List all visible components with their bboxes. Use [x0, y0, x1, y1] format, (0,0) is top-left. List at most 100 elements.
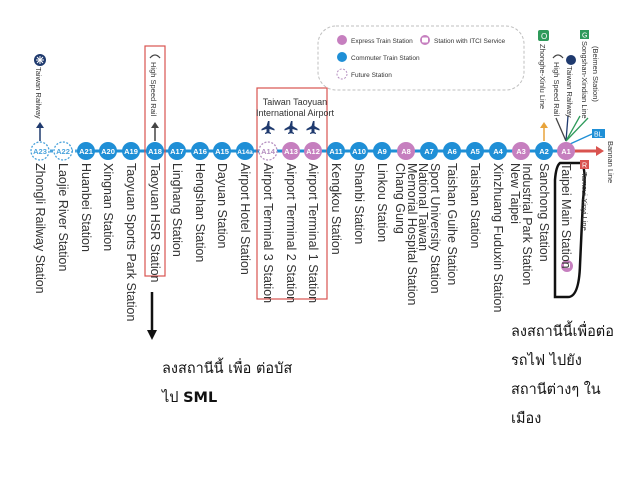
airport-title-line1: Taiwan Taoyuan	[262, 97, 328, 107]
zhonghe-line-icon	[538, 30, 549, 41]
station-dot[interactable]	[489, 142, 507, 160]
up-arrow-icon	[540, 122, 548, 128]
station-marker[interactable]: A14a	[236, 142, 254, 160]
station-marker[interactable]: A2	[535, 142, 553, 160]
bannan-line-label: Bannan Line	[606, 141, 615, 184]
station-dot[interactable]	[535, 142, 553, 160]
a1-connector-beimen	[565, 117, 589, 142]
up-arrow-icon	[36, 122, 44, 128]
station-dot[interactable]	[146, 142, 164, 160]
a1-connector-tra	[565, 115, 569, 142]
station-marker[interactable]: A13	[282, 142, 300, 160]
station-marker[interactable]: A16	[191, 142, 209, 160]
station-marker[interactable]: A7	[420, 142, 438, 160]
station-marker[interactable]: A20	[99, 142, 117, 160]
legend-future-label: Future Station	[351, 72, 392, 79]
station-dot[interactable]	[53, 141, 73, 161]
station-code: A13	[284, 147, 298, 156]
station-marker[interactable]: A6	[443, 142, 461, 160]
station-marker[interactable]: A5	[466, 142, 484, 160]
station-marker[interactable]: A14	[258, 141, 278, 161]
station-dot[interactable]	[512, 142, 530, 160]
connections: O BL R G	[34, 30, 605, 272]
station-marker[interactable]: A12	[304, 142, 322, 160]
station-marker[interactable]: A4	[489, 142, 507, 160]
station-code: A21	[79, 147, 93, 156]
station-dot[interactable]	[443, 142, 461, 160]
hsr-note-line2: ไป SML	[162, 384, 292, 413]
station-dot[interactable]	[373, 142, 391, 160]
station-dot[interactable]	[304, 142, 322, 160]
station-code: A9	[377, 147, 387, 156]
high-speed-rail-label: High Speed Rail	[149, 62, 158, 117]
station-dot[interactable]	[282, 142, 300, 160]
station-marker[interactable]: A3	[512, 142, 530, 160]
station-dot[interactable]	[327, 142, 345, 160]
station-marker[interactable]: A15	[213, 142, 231, 160]
station-dot[interactable]	[236, 142, 254, 160]
station-code: A17	[170, 147, 184, 156]
station-dot[interactable]	[397, 142, 415, 160]
station-code: A18	[148, 147, 162, 156]
station-dot[interactable]	[168, 142, 186, 160]
station-code: A22	[56, 147, 70, 156]
station-name: Sanchong Station	[537, 163, 551, 262]
tamsui-line-badge: R	[582, 163, 587, 170]
station-dot[interactable]	[191, 142, 209, 160]
taipei-note-line: สถานีต่างๆ ใน	[511, 382, 601, 398]
zhonghe-xinlu-label: Zhonghe-Xinlu Line	[538, 44, 547, 110]
station-dot[interactable]	[213, 142, 231, 160]
station-dot[interactable]	[557, 142, 575, 160]
station-marker[interactable]: A11	[327, 142, 345, 160]
station-name: Taoyuan Sports Park Station	[124, 163, 138, 322]
station-code: A4	[493, 147, 503, 156]
station-marker[interactable]: A22	[53, 141, 73, 161]
station-code: A14	[261, 147, 276, 156]
taiwan-railway-icon-mark	[36, 56, 44, 64]
hsr-note-bold: SML	[183, 390, 218, 406]
taipei-note-line: ลงสถานีนี้เพื่อต่อ	[511, 324, 614, 340]
station-dot[interactable]	[77, 142, 95, 160]
station-marker[interactable]: A21	[77, 142, 95, 160]
station-name: Linkou Station	[375, 163, 389, 243]
station-code: A6	[447, 147, 457, 156]
station-dot[interactable]	[350, 142, 368, 160]
bannan-line-badge-icon	[592, 129, 605, 138]
tamsui-xinyi-label: Tamsui-Xinyi Line	[580, 172, 589, 231]
airport-highlight-box	[256, 87, 328, 300]
a1-connector-bl	[569, 133, 593, 145]
legend-box	[317, 25, 525, 91]
station-marker[interactable]: A19	[122, 142, 140, 160]
station-name: Airport Hotel Station	[238, 163, 252, 275]
station-marker[interactable]: A9	[373, 142, 391, 160]
legend-future-dot	[336, 68, 348, 80]
station-name: Sport University Station	[428, 163, 442, 294]
station-dot[interactable]	[258, 141, 278, 161]
station-dot[interactable]	[122, 142, 140, 160]
taipei-note-line: เมือง	[511, 411, 542, 427]
station-name: Memorial Hospital Station	[405, 163, 419, 306]
a1-connector-g	[565, 115, 581, 142]
station-marker[interactable]: A10	[350, 142, 368, 160]
station-name: New Taipei	[508, 163, 522, 224]
station-dot[interactable]	[99, 142, 117, 160]
station-marker[interactable]: A23	[30, 141, 50, 161]
hsr-highlight-box	[144, 45, 166, 277]
taiwan-railway-icon	[566, 55, 576, 65]
bannan-line-badge: BL	[594, 132, 603, 139]
station-marker[interactable]: A18	[146, 142, 164, 160]
legend-express-dot	[337, 35, 347, 45]
station-dot[interactable]	[30, 141, 50, 161]
up-arrow-icon	[151, 122, 159, 128]
a1-hsr-label: High Speed Rail	[552, 62, 561, 117]
station-name: Linghang Station	[170, 163, 184, 257]
station-marker[interactable]: A8	[397, 142, 415, 160]
station-marker[interactable]: A1	[557, 142, 575, 160]
station-code: A3	[516, 147, 526, 156]
station-dot[interactable]	[420, 142, 438, 160]
station-dot[interactable]	[466, 142, 484, 160]
station-marker[interactable]: A17	[168, 142, 186, 160]
station-name: Airport Terminal 1 Station	[306, 163, 320, 304]
